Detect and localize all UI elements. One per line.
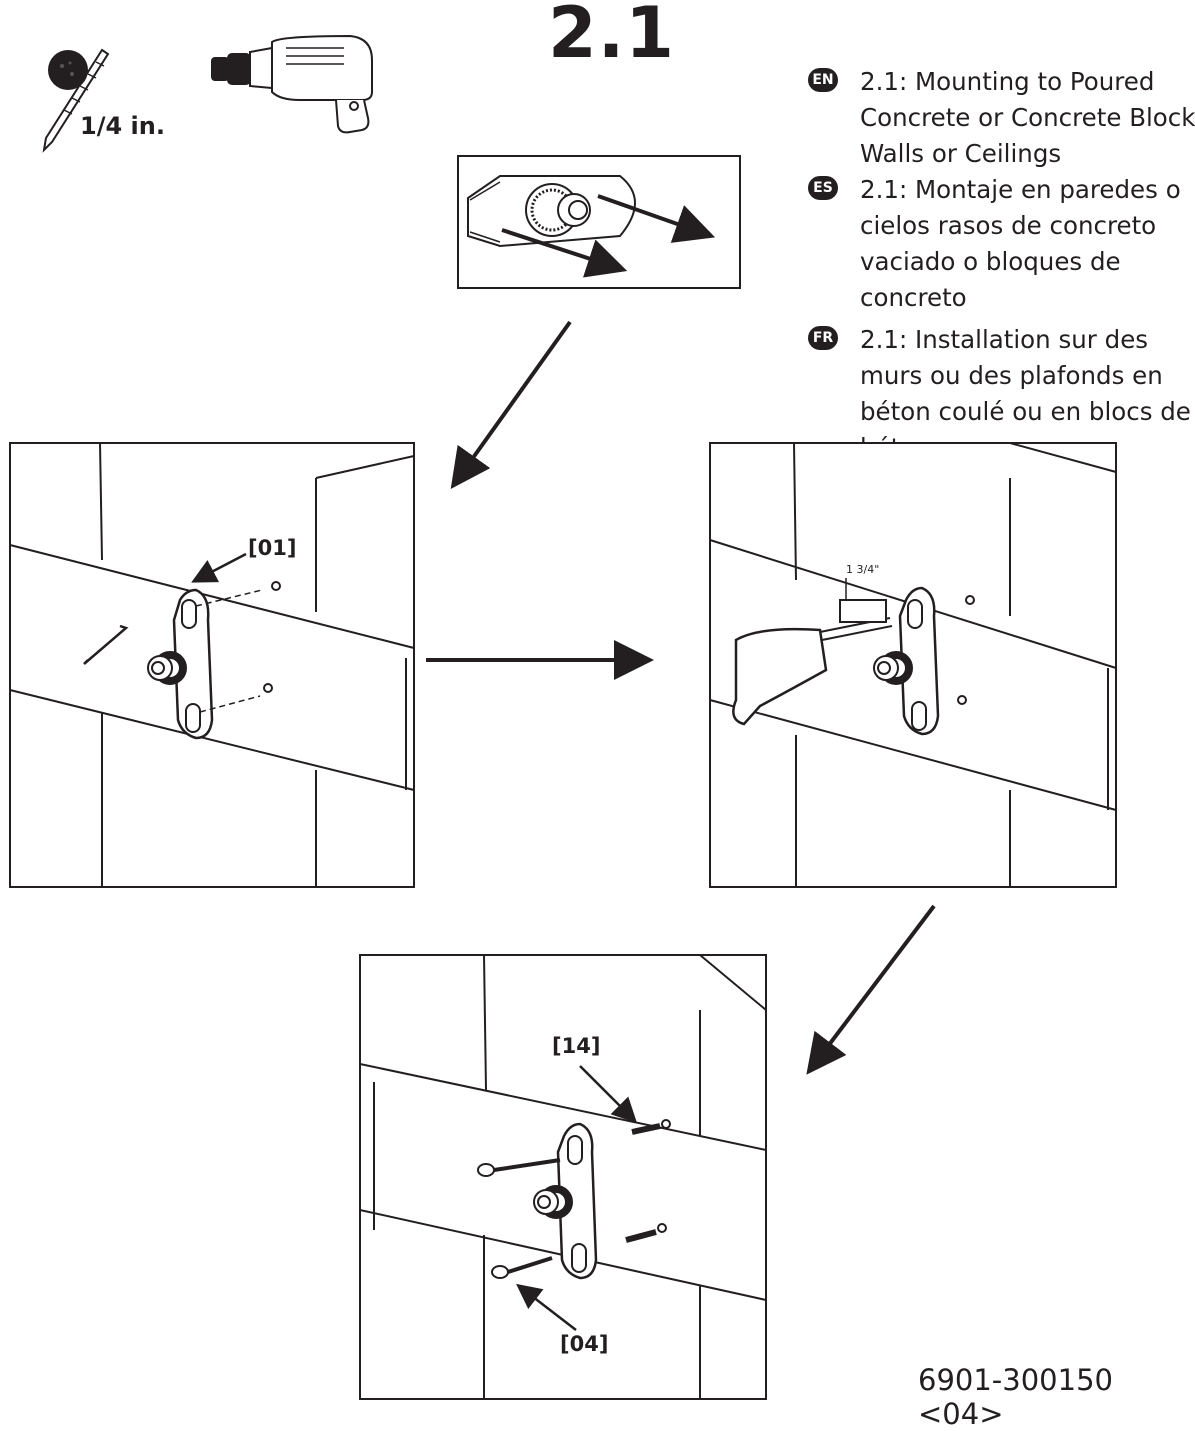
bracket-detail-inset — [457, 155, 741, 289]
language-badge-es: ES — [808, 176, 838, 200]
document-part-number: 6901-300150 <04> — [918, 1363, 1113, 1431]
drill-bit-icon — [42, 48, 110, 153]
power-drill-icon — [211, 34, 373, 134]
part-label-04: [04] — [560, 1332, 609, 1356]
language-badge-en: EN — [808, 68, 838, 92]
part-label-01: [01] — [248, 536, 297, 560]
panel-drill-holes — [709, 442, 1117, 888]
part-label-14: [14] — [552, 1034, 601, 1058]
panel-mark-holes — [9, 442, 415, 888]
instruction-text-en: 2.1: Mounting to Poured Concrete or Conc… — [860, 67, 1195, 168]
flow-arrow-3 — [806, 904, 936, 1075]
instruction-text-es: 2.1: Montaje en paredes o cielos rasos d… — [860, 175, 1181, 312]
step-title: 2.1 — [548, 0, 676, 74]
drill-bit-size: 1/4 in. — [80, 112, 165, 140]
language-badge-fr: FR — [808, 326, 838, 350]
panel-attach-bracket — [359, 954, 767, 1400]
flow-arrow-1 — [450, 320, 572, 490]
drill-depth-label: 1 3/4" — [846, 563, 880, 576]
